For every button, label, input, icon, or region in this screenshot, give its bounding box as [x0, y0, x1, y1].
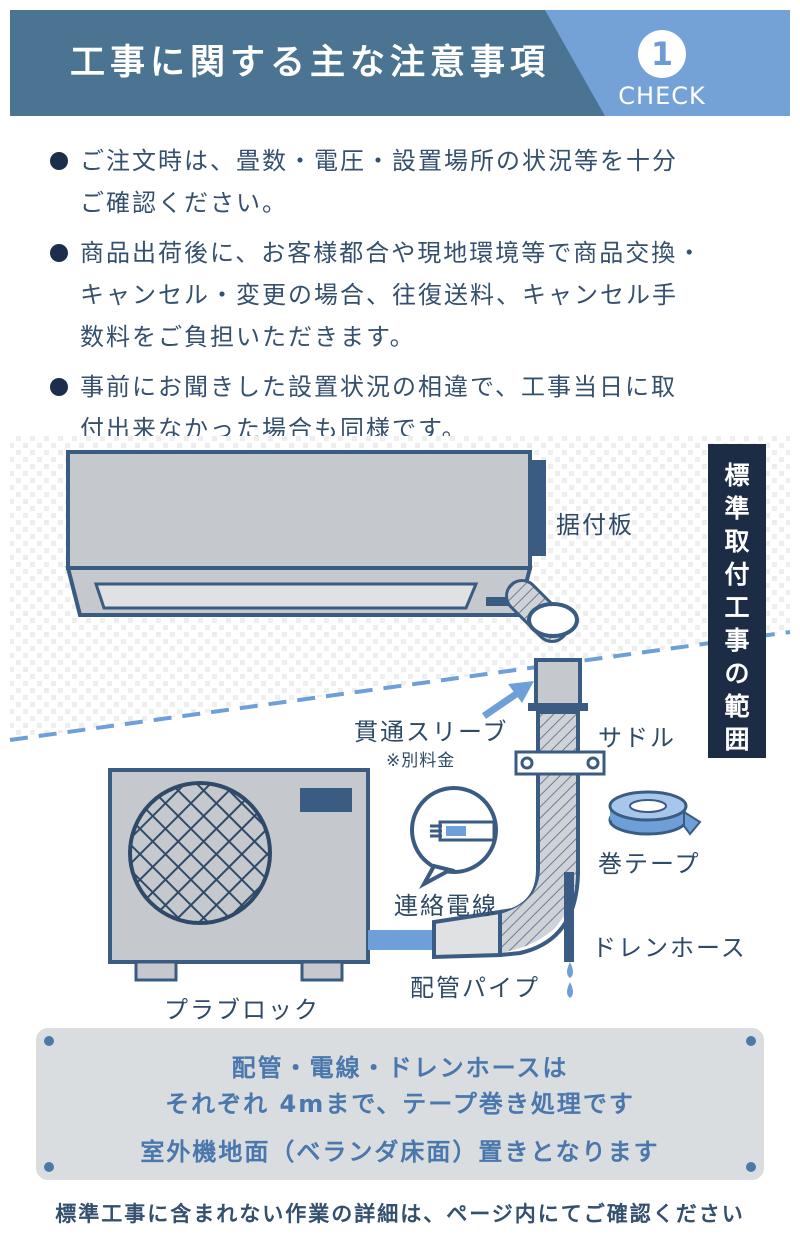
- tape-label: 巻テープ: [598, 850, 701, 878]
- bullet-icon: [50, 378, 68, 396]
- note-box-line: 配管・電線・ドレンホースは: [231, 1054, 569, 1082]
- mounting-plate-label: 据付板: [556, 511, 634, 539]
- badge-char: 付: [724, 560, 750, 589]
- note-box-line: それぞれ 4mまで、テープ巻き処理です: [165, 1090, 635, 1118]
- badge-char: 範: [724, 692, 750, 721]
- check-label: CHECK: [618, 82, 706, 110]
- note-line: ご注文時は、畳数・電圧・設置場所の状況等を十分: [80, 147, 678, 175]
- note-line: 事前にお聞きした設置状況の相違で、工事当日に取: [80, 373, 678, 401]
- drain-hose-label: ドレンホース: [592, 934, 747, 962]
- badge-char: 工: [724, 593, 750, 622]
- indoor-unit: [65, 450, 546, 617]
- bullet-icon: [50, 152, 68, 170]
- saddle-label: サドル: [598, 724, 676, 752]
- cable-label: 連絡電線: [394, 892, 498, 920]
- note-box: 配管・電線・ドレンホースは それぞれ 4mまで、テープ巻き処理です 室外機地面（…: [36, 1028, 764, 1180]
- saddle: [514, 750, 606, 776]
- note-line: 商品出荷後に、お客様都合や現地環境等で商品交換・: [80, 239, 704, 267]
- header-banner: 工事に関する主な注意事項 1 CHECK: [10, 10, 790, 116]
- tape-roll-icon: [608, 790, 702, 836]
- water-drop-icon: [567, 962, 573, 978]
- badge-char: 標: [724, 461, 750, 490]
- pipe-duct: [499, 658, 588, 957]
- check-number-badge: 1: [638, 30, 686, 78]
- rivet-icon: [44, 1036, 54, 1046]
- rivet-icon: [44, 1162, 54, 1172]
- connecting-pipe: [368, 930, 434, 950]
- block-label: プラブロック: [164, 996, 320, 1024]
- water-drop-icon: [567, 982, 573, 998]
- badge-char: 囲: [724, 725, 750, 754]
- note-line: キャンセル・変更の場合、往復送料、キャンセル手: [80, 281, 678, 309]
- bullet-icon: [50, 244, 68, 262]
- outdoor-unit: [108, 768, 370, 982]
- badge-char: 事: [724, 626, 750, 655]
- note-line: 数料をご負担いただきます。: [80, 323, 416, 351]
- cable-icon: [410, 786, 498, 889]
- badge-char: 取: [724, 527, 750, 556]
- drain-hose: [564, 872, 574, 962]
- note-box-line: 室外機地面（ベランダ床面）置きとなります: [140, 1138, 660, 1166]
- range-boundary-line: [9, 630, 791, 742]
- note-line: ご確認ください。: [80, 189, 288, 217]
- standard-range-badge: 標 準 取 付 工 事 の 範 囲: [708, 444, 766, 758]
- badge-char: 準: [724, 494, 750, 523]
- note-item: 商品出荷後に、お客様都合や現地環境等で商品交換・ キャンセル・変更の場合、往復送…: [48, 232, 768, 358]
- footer-note: 標準工事に含まれない作業の詳細は、ページ内にてご確認ください: [55, 1202, 745, 1226]
- sleeve-label: 貫通スリーブ: [354, 718, 509, 746]
- pipe-label: 配管パイプ: [410, 974, 540, 1002]
- rivet-icon: [746, 1162, 756, 1172]
- note-item: ご注文時は、畳数・電圧・設置場所の状況等を十分 ご確認ください。: [48, 140, 768, 224]
- installation-diagram: [9, 436, 791, 998]
- badge-char: の: [724, 659, 750, 688]
- notes-list: ご注文時は、畳数・電圧・設置場所の状況等を十分 ご確認ください。 商品出荷後に、…: [48, 140, 768, 458]
- page-title: 工事に関する主な注意事項: [69, 43, 550, 83]
- sleeve-note-label: ※別料金: [386, 751, 456, 771]
- rivet-icon: [746, 1036, 756, 1046]
- sleeve-opening: [527, 602, 579, 638]
